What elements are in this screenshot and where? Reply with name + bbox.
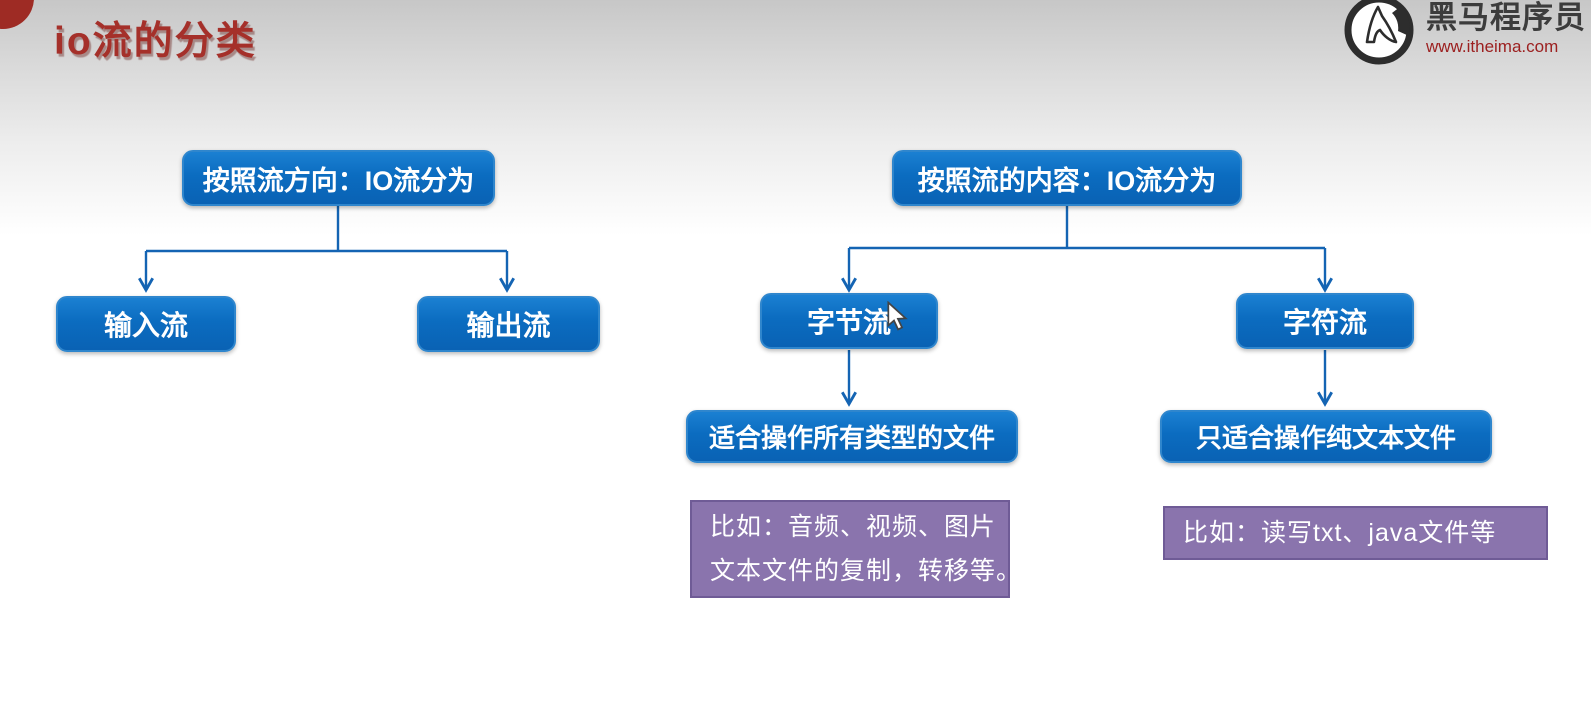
example-char-stream: 比如：读写txt、java文件等 [1163,506,1548,560]
example-byte-line2: 文本文件的复制，转移等。 [710,557,1023,585]
node-output-stream: 输出流 [417,296,600,352]
example-char-line1: 比如：读写txt、java文件等 [1183,519,1497,547]
page-title: io流的分类 [54,20,257,63]
example-byte-stream: 比如：音频、视频、图片 文本文件的复制，转移等。 [690,500,1023,598]
example-byte-line1: 比如：音频、视频、图片 [710,513,997,541]
node-char-stream: 字符流 [1236,293,1414,349]
brand-logo-area: 黑马程序员 www.itheima.com [1341,0,1586,68]
title-bullet-dot [0,0,34,29]
node-byte-stream: 字节流 [760,293,938,349]
brand-text: 黑马程序员 www.itheima.com [1426,0,1586,55]
itheima-horse-logo-icon [1344,0,1414,65]
note-byte-stream: 适合操作所有类型的文件 [686,410,1018,463]
brand-name: 黑马程序员 [1426,0,1586,35]
node-input-stream: 输入流 [56,296,236,352]
note-char-stream: 只适合操作纯文本文件 [1160,410,1492,463]
node-by-content-root: 按照流的内容：IO流分为 [892,150,1242,206]
mouse-cursor [887,301,908,331]
node-by-direction-root: 按照流方向：IO流分为 [182,150,495,206]
brand-url: www.itheima.com [1426,36,1559,56]
